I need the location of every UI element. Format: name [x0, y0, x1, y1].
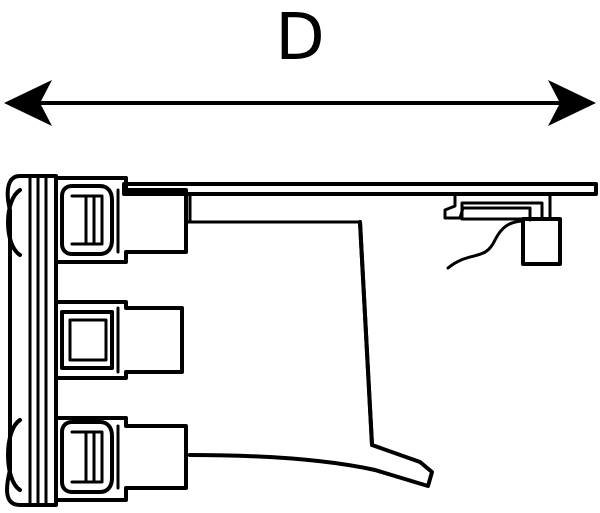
- connector-bottom-body: [54, 416, 188, 502]
- plate-bulge-top: [6, 188, 22, 257]
- connector-middle-socket-inner: [68, 318, 108, 362]
- connector-top-socket: [60, 184, 114, 256]
- rail-bar: [122, 182, 598, 196]
- arrowhead-left: [4, 80, 52, 126]
- dimension-arrow: [4, 80, 596, 126]
- connector-bottom-socket: [60, 420, 114, 494]
- connector-middle-body: [54, 300, 184, 380]
- front-plate: [5, 174, 58, 507]
- connector-stems: [184, 220, 192, 457]
- rail-inner-edge: [188, 192, 362, 224]
- mounting-clip: [443, 192, 562, 270]
- plate-bulge-bottom: [6, 418, 22, 492]
- clip-hook: [443, 192, 532, 222]
- clip-spring: [446, 219, 524, 270]
- housing: [188, 220, 434, 488]
- connector-bottom: [54, 416, 188, 502]
- connector-top-body: [54, 176, 188, 264]
- arrowhead-right: [548, 80, 596, 126]
- connector-middle-socket: [60, 310, 114, 370]
- dimension-label: D: [275, 1, 325, 75]
- housing-profile: [188, 220, 434, 488]
- clip-tab: [521, 217, 562, 266]
- housing-back-edge: [358, 220, 374, 447]
- connector-middle: [54, 300, 184, 380]
- plate-outline: [5, 174, 58, 507]
- clip-body: [460, 201, 544, 221]
- connector-top: [54, 176, 188, 264]
